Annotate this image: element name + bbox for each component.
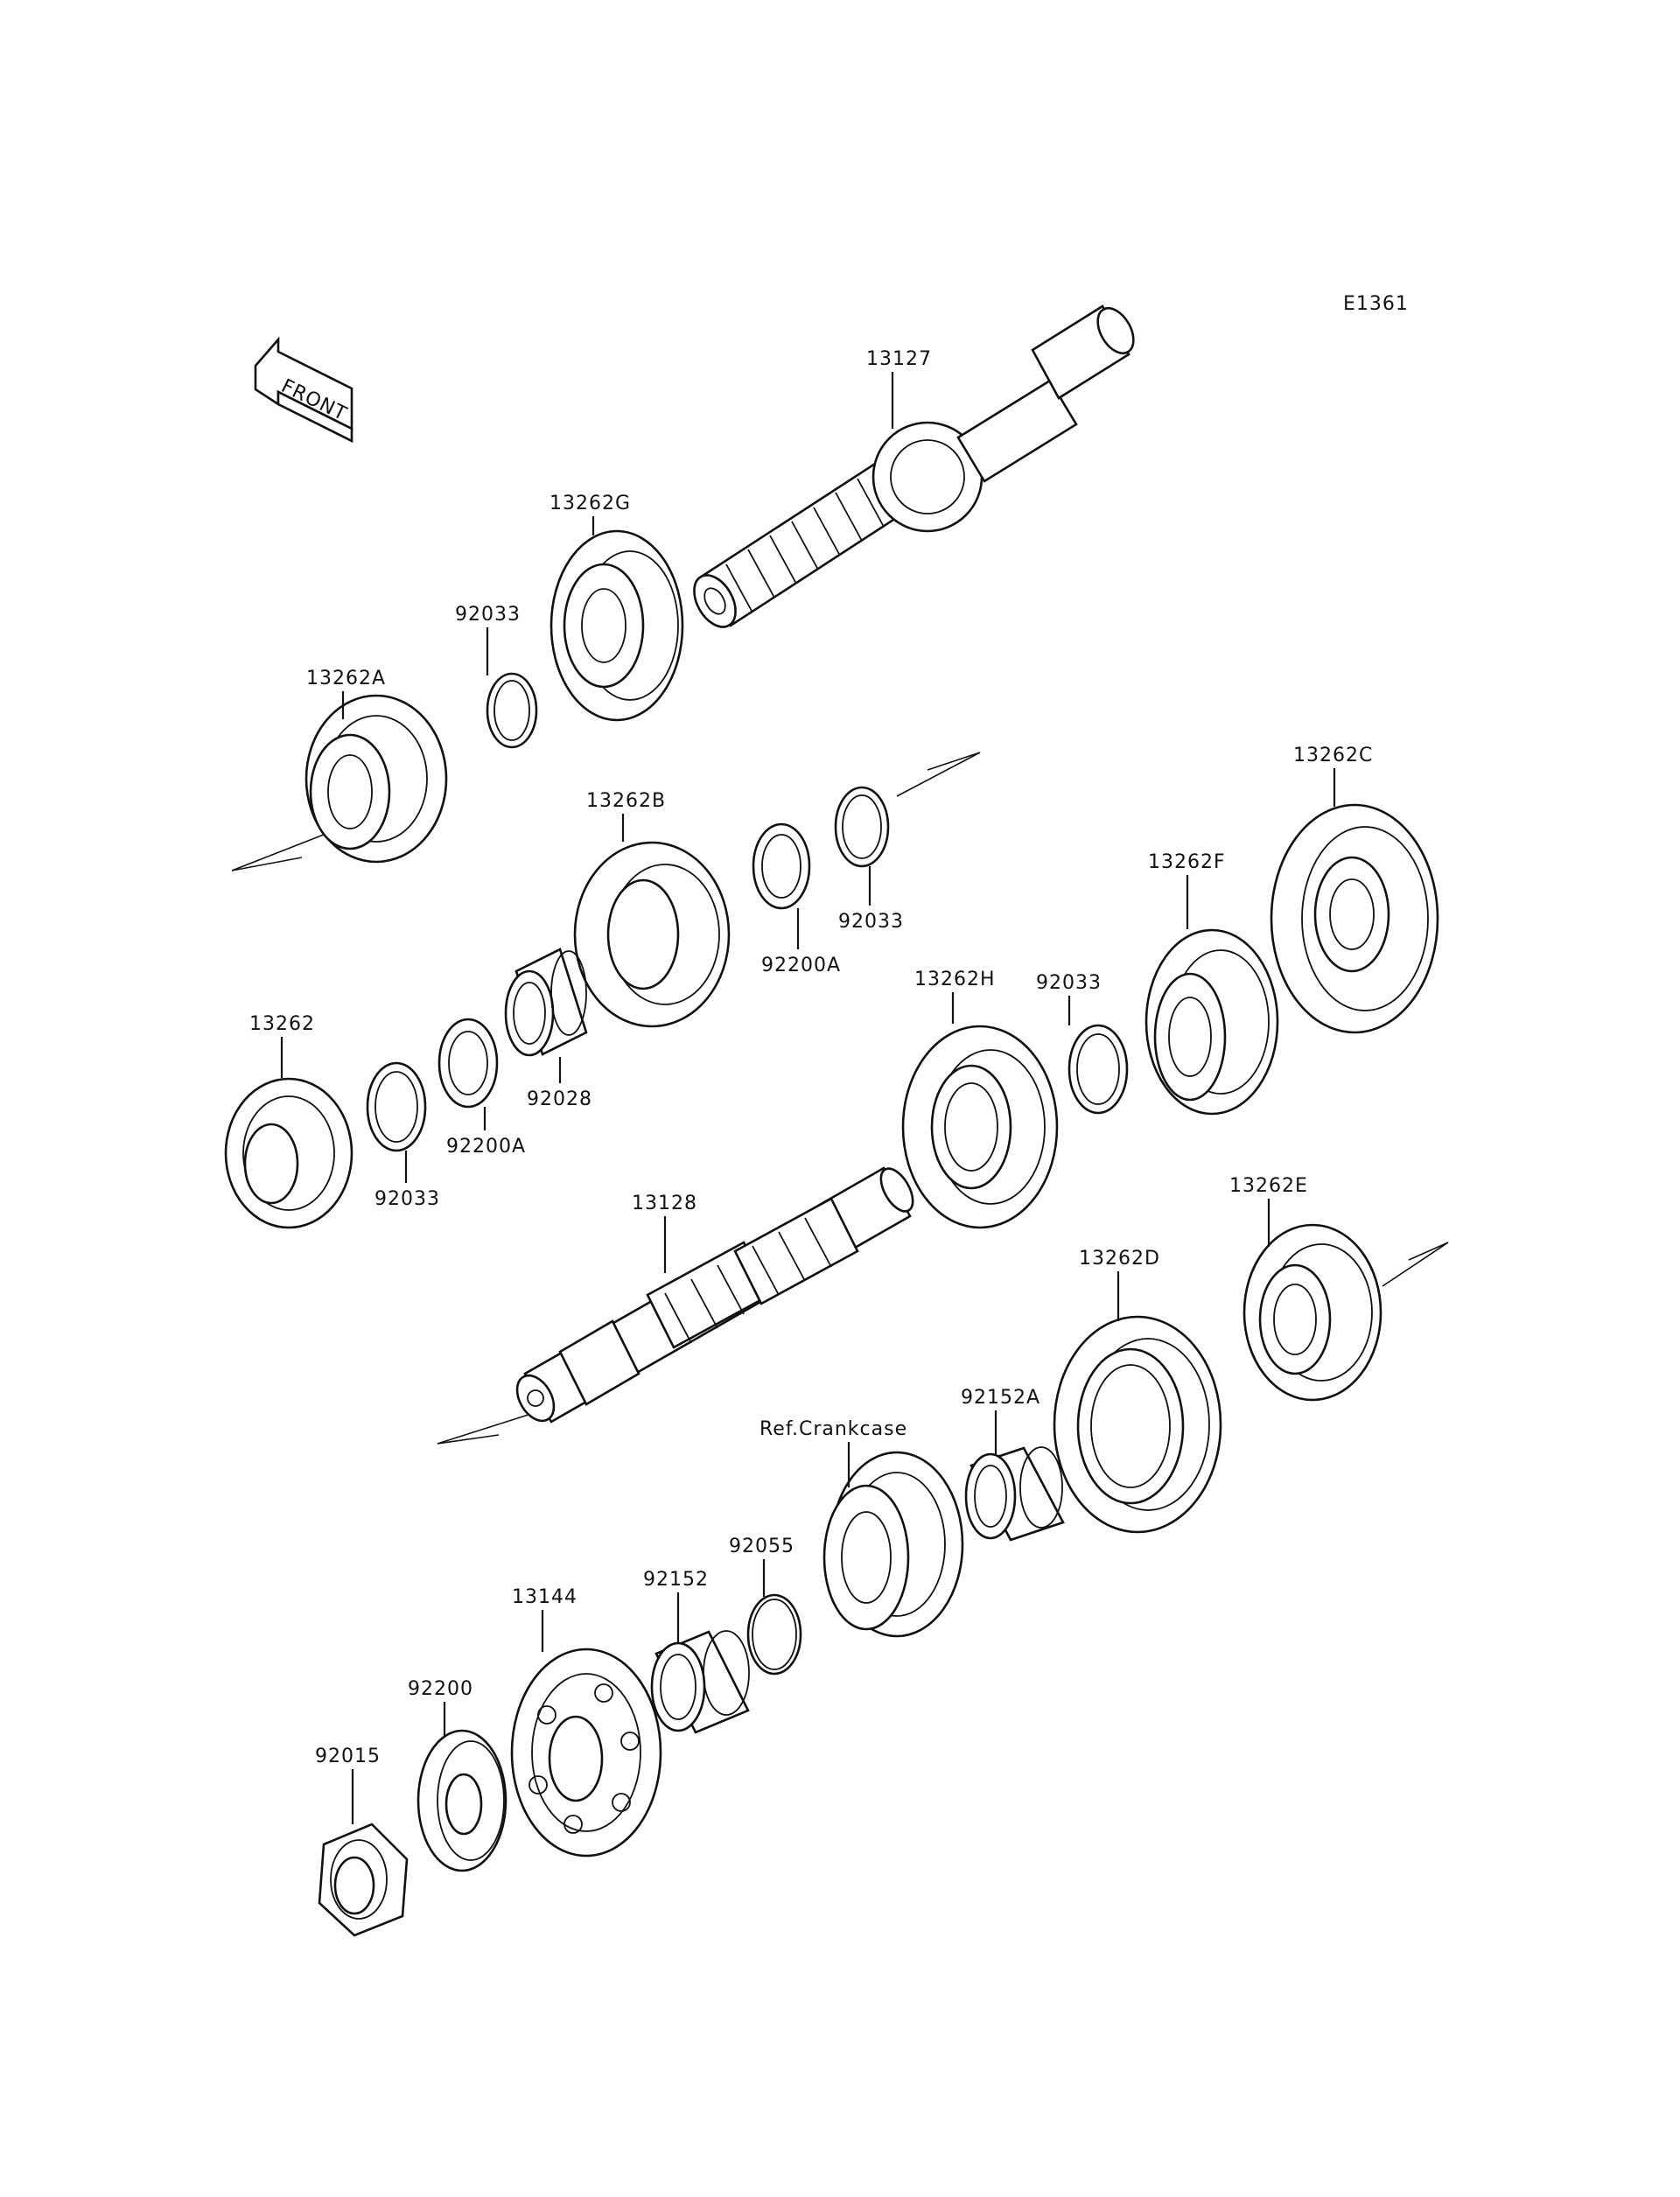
circlip-92033-top: 92033 — [455, 604, 538, 749]
label-13128: 13128 — [632, 1193, 697, 1214]
label-92015: 92015 — [315, 1746, 381, 1767]
gear-13262D: 13262D — [1053, 1248, 1222, 1534]
gear-13262E: 13262E — [1229, 1175, 1449, 1402]
label-92200A-left: 92200A — [446, 1136, 526, 1158]
gear-13262: 13262 — [224, 1013, 354, 1229]
label-92033-left: 92033 — [374, 1188, 440, 1210]
gear-13262G: 13262G — [550, 493, 684, 722]
gear-13262F: 13262F — [1144, 851, 1279, 1116]
front-arrow-icon: FRONT — [254, 336, 354, 444]
label-13262A: 13262A — [306, 668, 386, 689]
washer-92200A-mid: 92200A — [752, 822, 841, 976]
label-92200: 92200 — [408, 1678, 473, 1700]
label-92200A-mid: 92200A — [761, 955, 841, 976]
sprocket-13144: 13144 — [510, 1586, 662, 1858]
bearing-ref-crankcase: Ref.Crankcase — [760, 1418, 964, 1638]
gear-13262B: 13262B — [573, 790, 731, 1028]
circlip-92033-right: 92033 — [1036, 972, 1129, 1115]
label-92033-mid: 92033 — [838, 911, 904, 933]
gear-13262C: 13262C — [1270, 745, 1439, 1034]
label-92152A: 92152A — [961, 1387, 1040, 1409]
label-92033-right: 92033 — [1036, 972, 1102, 994]
label-92152: 92152 — [643, 1569, 709, 1591]
collar-92152: 92152 — [643, 1569, 750, 1734]
washer-92200A-left: 92200A — [438, 1018, 526, 1158]
washer-92200: 92200 — [408, 1678, 508, 1872]
nut-92015: 92015 — [315, 1746, 409, 1937]
label-92028: 92028 — [527, 1088, 592, 1110]
o-ring-92055: 92055 — [729, 1536, 802, 1676]
label-13262B: 13262B — [586, 790, 666, 812]
label-13262D: 13262D — [1079, 1248, 1160, 1270]
gear-13262H: 13262H — [901, 969, 1059, 1229]
label-13262: 13262 — [249, 1013, 315, 1035]
label-13262H: 13262H — [914, 969, 996, 990]
label-13262E: 13262E — [1229, 1175, 1308, 1197]
collar-92152A: 92152A — [961, 1387, 1065, 1542]
gear-13262A: 13262A — [231, 668, 448, 871]
label-13144: 13144 — [512, 1586, 578, 1608]
label-13127: 13127 — [866, 348, 932, 370]
label-13262G: 13262G — [550, 493, 631, 514]
label-ref-crankcase: Ref.Crankcase — [760, 1418, 907, 1440]
circlip-92033-mid: 92033 — [834, 752, 981, 933]
output-shaft-13128: 13128 — [437, 1166, 914, 1445]
needle-bearing-92028: 92028 — [504, 948, 592, 1110]
label-13262F: 13262F — [1148, 851, 1226, 873]
label-92055: 92055 — [729, 1536, 794, 1557]
diagram-code: E1361 — [1343, 293, 1409, 315]
label-92033-top: 92033 — [455, 604, 521, 626]
input-shaft-13127: 13127 — [693, 304, 1135, 628]
label-13262C: 13262C — [1293, 745, 1373, 766]
circlip-92033-left: 92033 — [366, 1061, 440, 1210]
